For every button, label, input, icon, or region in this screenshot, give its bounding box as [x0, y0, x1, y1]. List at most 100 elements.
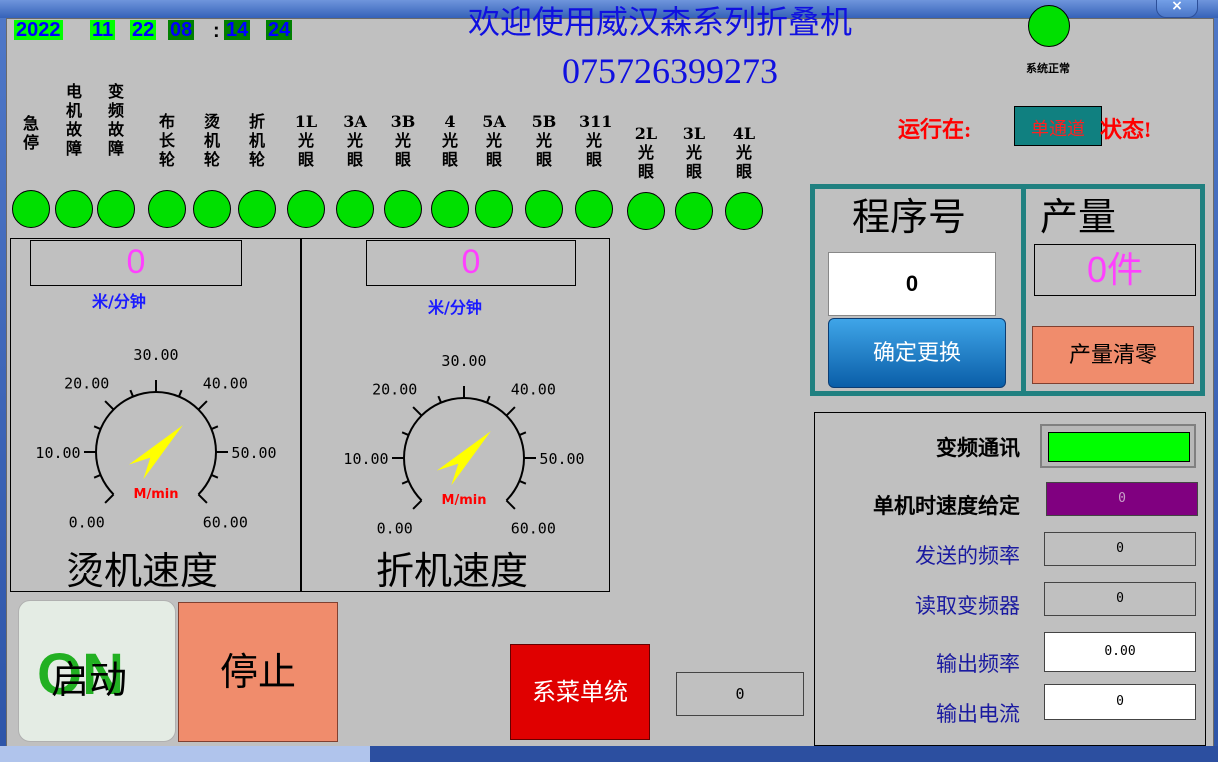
gauge-minor-tick	[211, 474, 219, 479]
gauge-tick-label: 20.00	[64, 375, 109, 393]
gauge-major-tick	[104, 400, 115, 411]
speed-set-label: 单机时速度给定	[873, 494, 1020, 518]
stop-button[interactable]: 停止	[178, 602, 338, 742]
alarm-lamp-0	[12, 190, 50, 228]
gauge-major-tick	[412, 499, 423, 510]
on-mark: ON	[37, 642, 124, 707]
ironer-speed-value: 0	[30, 240, 242, 286]
vfd-comm-indicator	[1040, 424, 1196, 468]
alarm-label-6: 1L 光 眼	[294, 112, 318, 169]
alarm-lamp-11	[525, 190, 563, 228]
gauge-tick-label: 30.00	[441, 352, 486, 370]
bottom-tab	[0, 746, 370, 762]
vfd-panel	[814, 412, 1206, 746]
alarm-lamp-6	[287, 190, 325, 228]
ironer-speed-unit: 米/分钟	[92, 292, 146, 311]
alarm-label-11: 5B 光 眼	[531, 112, 557, 169]
gauge-needle	[128, 425, 183, 480]
gauge-unit-label: M/min	[442, 493, 487, 508]
ironer-speed-panel	[10, 238, 302, 592]
confirm-change-button[interactable]: 确定更换	[828, 318, 1006, 388]
gauge-arc	[95, 391, 217, 496]
alarm-lamp-15	[725, 192, 763, 230]
alarm-label-2: 变 频 故 障	[107, 82, 124, 158]
gauge-tick-label: 60.00	[203, 513, 248, 531]
gauge-minor-tick	[178, 389, 183, 397]
gauge-tick-label: 20.00	[372, 381, 417, 399]
gauge-tick-label: 10.00	[35, 444, 80, 462]
read-vfd-label: 读取变频器	[915, 594, 1020, 618]
speed-set-value[interactable]: 0	[1046, 482, 1198, 516]
close-button[interactable]: ×	[1156, 0, 1198, 18]
alarm-label-0: 急 停	[22, 114, 39, 152]
vfd-comm-label: 变频通讯	[936, 436, 1020, 460]
system-menu-button[interactable]: 系菜单统	[510, 644, 650, 740]
alarm-lamp-4	[193, 190, 231, 228]
clock-day: 22	[130, 19, 157, 41]
system-status-label: 系统正常	[1026, 62, 1070, 75]
alarm-label-14: 3L 光 眼	[682, 124, 706, 181]
clock-month: 11	[90, 19, 116, 41]
gauge-minor-tick	[437, 395, 442, 403]
gauge-tick-label: 60.00	[511, 519, 556, 537]
alarm-label-7: 3A 光 眼	[343, 112, 367, 169]
alarm-lamp-5	[238, 190, 276, 228]
gauge-tick-label: 30.00	[133, 346, 178, 364]
folder-speed-title: 折机速度	[376, 551, 529, 593]
gauge-tick-label: 50.00	[231, 444, 276, 462]
system-status-lamp	[1028, 5, 1070, 47]
output-current-value: 0	[1044, 684, 1196, 720]
start-label: 启动	[51, 660, 128, 702]
clock-year: 2022	[14, 19, 63, 41]
mode-value: 单通道	[1014, 106, 1102, 146]
gauge-minor-tick	[401, 480, 409, 485]
gauge-minor-tick	[129, 389, 134, 397]
clock-separator: :	[213, 20, 220, 42]
output-current-label: 输出电流	[936, 702, 1020, 726]
gauge-minor-tick	[519, 431, 527, 436]
production-label: 产量	[1040, 197, 1117, 239]
gauge-minor-tick	[93, 474, 101, 479]
alarm-label-5: 折 机 轮	[248, 112, 265, 169]
page-title: 欢迎使用威汉森系列折叠机	[467, 4, 852, 40]
folder-speed-unit: 米/分钟	[428, 298, 482, 317]
program-label: 程序号	[852, 197, 967, 239]
alarm-lamp-10	[475, 190, 513, 228]
aux-value-display: 0	[676, 672, 804, 716]
gauge-arc	[403, 397, 525, 502]
alarm-lamp-1	[55, 190, 93, 228]
alarm-lamp-7	[336, 190, 374, 228]
reset-production-button[interactable]: 产量清零	[1032, 326, 1194, 384]
output-freq-label: 输出频率	[936, 652, 1020, 676]
alarm-label-12: 311 光 眼	[579, 112, 613, 169]
vfd-comm-lamp	[1048, 432, 1190, 462]
gauge-tick-label: 0.00	[377, 519, 413, 537]
title-bar	[0, 0, 1218, 18]
folder-speed-panel	[300, 238, 610, 592]
start-button[interactable]: ON 启动	[18, 600, 176, 742]
alarm-label-3: 布 长 轮	[158, 112, 175, 169]
alarm-lamp-8	[384, 190, 422, 228]
output-freq-value: 0.00	[1044, 632, 1196, 672]
production-panel	[1021, 184, 1205, 396]
alarm-label-8: 3B 光 眼	[390, 112, 416, 169]
gauge-minor-tick	[486, 395, 491, 403]
alarm-label-4: 烫 机 轮	[203, 112, 220, 169]
alarm-label-9: 4 光 眼	[441, 112, 458, 169]
clock-minute: 14	[224, 19, 251, 41]
gauge-major-tick	[197, 493, 208, 504]
gauge-major-tick	[197, 400, 208, 411]
send-freq-value: 0	[1044, 532, 1196, 566]
gauge-minor-tick	[519, 480, 527, 485]
gauge-needle	[436, 431, 491, 486]
alarm-lamp-13	[627, 192, 665, 230]
alarm-lamp-14	[675, 192, 713, 230]
folder-speed-value: 0	[366, 240, 576, 286]
read-vfd-value: 0	[1044, 582, 1196, 616]
gauge-unit-label: M/min	[134, 487, 179, 502]
gauge-tick-label: 0.00	[69, 513, 105, 531]
program-number-input[interactable]: 0	[828, 252, 996, 316]
gauge-major-tick	[104, 493, 115, 504]
alarm-lamp-3	[148, 190, 186, 228]
